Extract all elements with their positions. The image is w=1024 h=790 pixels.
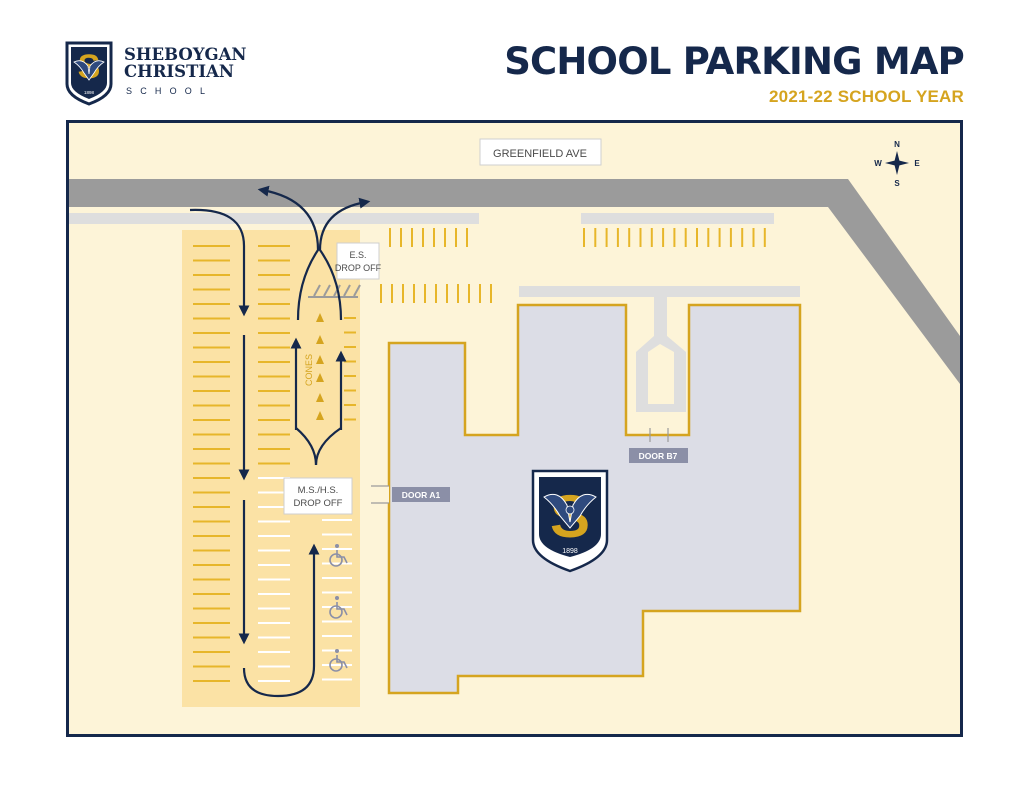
compass-icon: N S W E bbox=[874, 140, 920, 188]
door-a1-label: DOOR A1 bbox=[402, 490, 441, 500]
svg-text:S: S bbox=[550, 483, 590, 550]
page-subtitle: 2021-22 SCHOOL YEAR bbox=[769, 87, 964, 106]
cone-icon bbox=[316, 335, 324, 344]
mshs-dropoff-line1: M.S./H.S. bbox=[298, 485, 339, 496]
wheelchair-icon bbox=[329, 649, 348, 672]
street-sign bbox=[479, 138, 602, 166]
walkway-island-inner bbox=[648, 344, 674, 404]
arrow-entry-turn bbox=[189, 208, 250, 317]
accessible-stripes bbox=[258, 477, 352, 682]
traffic-cones bbox=[316, 313, 324, 420]
wheelchair-icon bbox=[329, 544, 348, 567]
compass-e: E bbox=[914, 159, 920, 168]
parking-stripes bbox=[193, 228, 766, 682]
map-border bbox=[66, 120, 963, 737]
es-dropoff-sign bbox=[336, 242, 380, 280]
sidewalk-east bbox=[581, 213, 774, 224]
arrow-exit-left bbox=[257, 185, 320, 321]
door-b7-label: DOOR B7 bbox=[639, 451, 678, 461]
es-dropoff-crosswalk bbox=[308, 284, 361, 298]
arrow-uturn bbox=[242, 543, 320, 698]
compass-s: S bbox=[894, 179, 900, 188]
walkway-b7 bbox=[654, 296, 667, 336]
compass-n: N bbox=[894, 140, 900, 149]
cone-icon bbox=[316, 411, 324, 420]
arrow-exit-right bbox=[318, 197, 371, 321]
building-logo-year: 1898 bbox=[562, 548, 578, 555]
svg-text:S: S bbox=[78, 48, 101, 86]
cones-label: CONES bbox=[304, 354, 314, 386]
shield-logo-icon: S 1898 bbox=[65, 41, 113, 106]
parking-map: CONES GREENFIELD AVE E.S. DROP OFF M.S./… bbox=[66, 120, 963, 737]
page-title: SCHOOL PARKING MAP bbox=[504, 40, 965, 83]
school-name-line3: SCHOOL bbox=[126, 86, 214, 96]
school-name: SHEBOYGAN CHRISTIAN bbox=[124, 46, 246, 80]
es-dropoff-line2: DROP OFF bbox=[335, 263, 382, 273]
street-label: GREENFIELD AVE bbox=[493, 148, 587, 160]
door-a1-badge bbox=[392, 487, 450, 502]
door-a1-gap bbox=[371, 486, 389, 503]
sidewalk-building bbox=[519, 286, 800, 297]
mshs-dropoff-line2: DROP OFF bbox=[294, 498, 343, 509]
door-b7-badge bbox=[629, 448, 688, 463]
school-name-line1: SHEBOYGAN bbox=[124, 45, 247, 64]
parking-lot bbox=[182, 230, 360, 707]
greenfield-ave-road bbox=[69, 179, 960, 384]
cone-icon bbox=[316, 373, 324, 382]
traffic-arrows bbox=[189, 185, 371, 698]
building-logo-icon: S 1898 bbox=[531, 469, 609, 573]
compass-w: W bbox=[874, 159, 882, 168]
mshs-dropoff-sign bbox=[283, 477, 353, 515]
es-dropoff-line1: E.S. bbox=[349, 250, 366, 260]
school-name-line2: CHRISTIAN bbox=[124, 62, 234, 81]
cone-icon bbox=[316, 313, 324, 322]
wheelchair-icon bbox=[329, 596, 348, 619]
school-logo: S 1898 SHEBOYGAN CHRISTIAN SCHOOL bbox=[64, 40, 264, 106]
arrow-split-right bbox=[314, 427, 342, 466]
accessible-parking bbox=[329, 544, 348, 672]
sidewalk-west bbox=[69, 213, 479, 224]
logo-year: 1898 bbox=[84, 90, 95, 95]
cone-icon bbox=[316, 393, 324, 402]
cone-icon bbox=[316, 355, 324, 364]
